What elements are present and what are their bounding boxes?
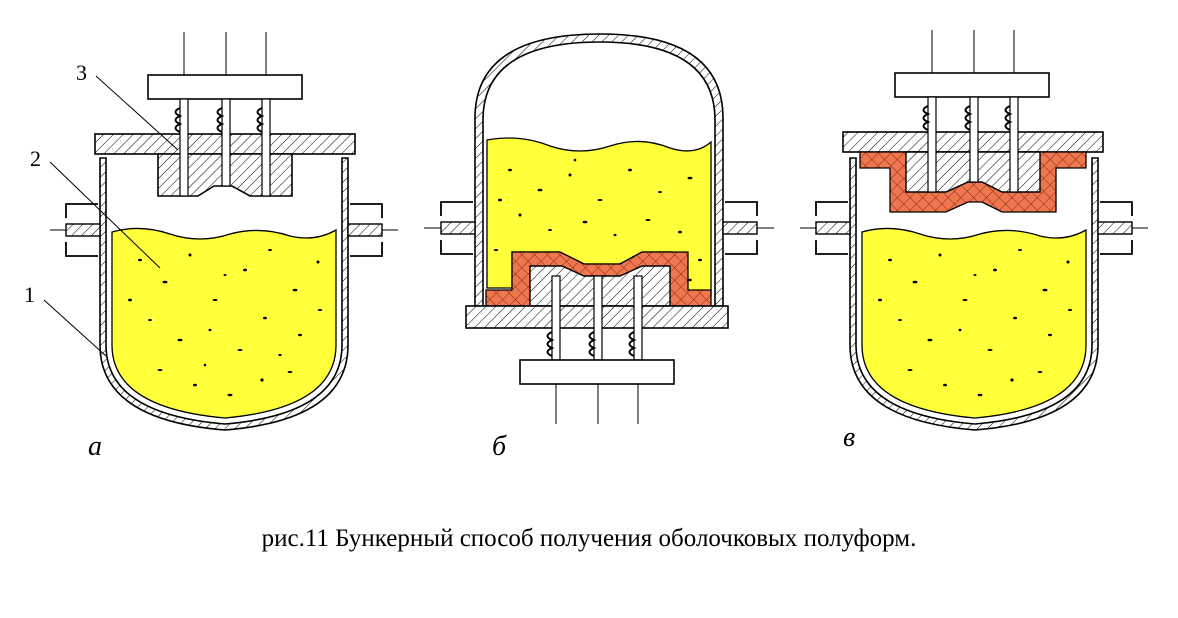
sand-fill-a — [111, 227, 337, 419]
callout-1: 1 — [24, 282, 35, 307]
flange-brackets-a — [65, 203, 383, 257]
upper-plate-c — [894, 72, 1050, 98]
bunker-wall-a — [99, 157, 349, 431]
rods-a — [179, 98, 271, 197]
panel-c: в — [800, 30, 1148, 453]
sand-grains-b — [493, 158, 702, 282]
rods-c — [927, 96, 1019, 193]
callout-3: 3 — [76, 60, 87, 85]
callout-2: 2 — [30, 146, 41, 171]
part-label-a: а — [88, 431, 102, 462]
side-flanges-b — [440, 221, 758, 235]
leader-lines-a — [43, 75, 179, 357]
panel-b: б — [424, 33, 774, 462]
side-flanges-a — [65, 223, 383, 237]
sand-grains-c — [878, 249, 1073, 397]
springs-b — [546, 331, 637, 357]
part-label-b: б — [492, 431, 507, 462]
lower-plate-b — [519, 359, 675, 385]
sand-grains-a — [128, 249, 323, 397]
springs-a — [174, 107, 265, 133]
upper-plate-a — [147, 74, 303, 100]
part-label-c: в — [843, 422, 855, 453]
springs-c — [922, 105, 1013, 131]
panel-a: 3 2 1 а — [24, 32, 398, 462]
figure-caption: рис.11 Бункерный способ получения оболоч… — [261, 525, 917, 552]
bunker-wall-c — [849, 157, 1099, 431]
sand-fill-c — [861, 227, 1087, 419]
